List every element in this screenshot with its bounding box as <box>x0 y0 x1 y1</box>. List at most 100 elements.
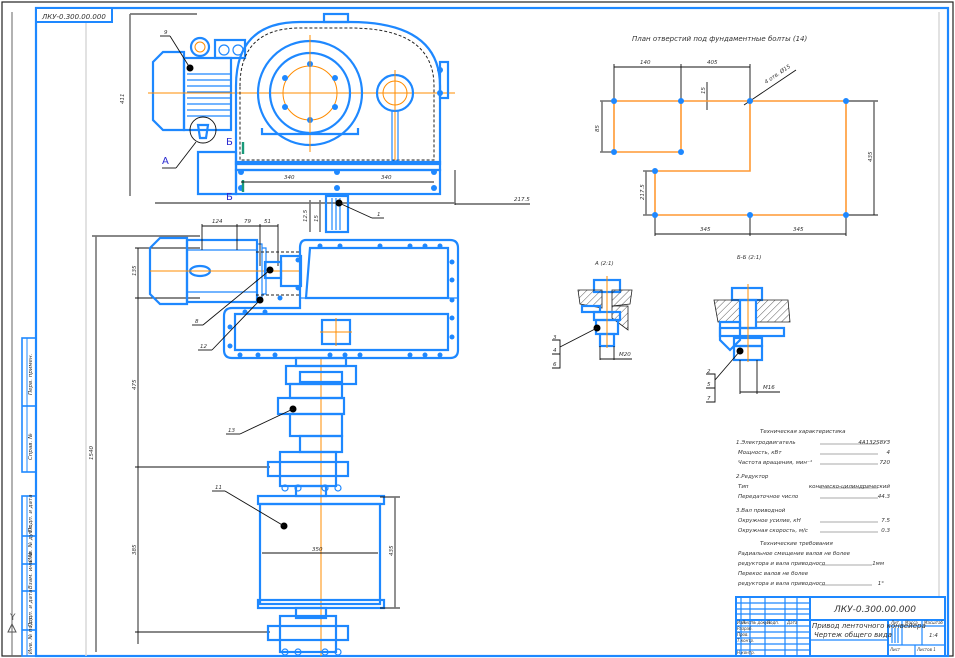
side-stamp: Перв. примен. Справ. № Подп. и дата Инв.… <box>7 12 37 657</box>
requirement-line: редуктора и вала приводного <box>737 581 826 587</box>
section-bb-view: Б-Б (2:1) 2 5 7 М16 <box>706 255 791 403</box>
callout-label: 13 <box>228 428 235 434</box>
requirement-value: 1мм <box>872 561 884 567</box>
dim-label: 135 <box>132 265 138 276</box>
dim-label: 435 <box>868 151 874 162</box>
sheets-label: Листов 1 <box>916 647 936 652</box>
dim-label: 15 <box>314 215 320 222</box>
dim-label: 385 <box>132 544 138 555</box>
stamp-label: Подп. и дата <box>28 589 34 627</box>
detail-a-view: А (2:1) 3 4 6 М20 <box>552 261 633 369</box>
tech-line-value: 4 <box>887 450 891 456</box>
stamp-label: Инв. № дубл. <box>28 524 34 562</box>
dim-label: 124 <box>212 219 223 225</box>
rotated-doc-code-box: ЛКУ-0.300.00.000 <box>35 7 113 23</box>
tech-line-value: 720 <box>880 460 891 466</box>
tech-line-value: 7.5 <box>881 518 890 524</box>
right-header: Масса <box>905 620 918 625</box>
dim-label: 405 <box>707 60 718 66</box>
dim-label: 15 <box>701 87 707 94</box>
requirement-line: редуктора и вала приводного <box>737 561 826 567</box>
callout-label: 4 <box>553 348 557 354</box>
dim-label: 51 <box>264 219 271 225</box>
tech-line-label: Передаточное число <box>738 494 799 500</box>
requirements-title: Технические требования <box>760 541 833 547</box>
tech-line-label: Тип <box>738 484 749 490</box>
callout-label: 5 <box>707 382 711 388</box>
dim-label: 411 <box>120 94 126 105</box>
callout-label: 8 <box>195 319 199 325</box>
technical-characteristics: Техническая характеристика 1.Электродвиг… <box>736 429 891 587</box>
dim-label: 1540 <box>89 446 95 460</box>
stamp-label: Справ. № <box>28 433 34 460</box>
col-header: Подп. <box>767 620 779 625</box>
requirement-line: Радиальное смещение валов не более <box>738 551 851 557</box>
detail-a-title: А (2:1) <box>594 261 614 267</box>
callout-label: 9 <box>164 30 168 36</box>
col-header: Изм <box>737 620 745 625</box>
tech-line-value: 44.3 <box>878 494 891 500</box>
dim-label: М16 <box>763 385 775 391</box>
scale-value: 1:4 <box>929 633 938 639</box>
col-header: Дата <box>786 620 798 625</box>
right-header: Масштаб <box>924 620 944 625</box>
tech-line-label: 1.Электродвигатель <box>736 440 796 446</box>
requirement-value: 1° <box>878 581 884 587</box>
axis-arrow-icon <box>7 622 17 633</box>
tech-line-label: 3.Вал приводной <box>736 508 786 514</box>
right-header: Лит. <box>890 620 900 625</box>
dim-label: 340 <box>284 175 295 181</box>
dim-label: 79 <box>244 219 251 225</box>
bolt-layout-view: План отверстий под фундаментные болты (1… <box>595 35 878 236</box>
section-bb-title: Б-Б (2:1) <box>737 255 761 261</box>
title-doc-code: ЛКУ-0.300.00.000 <box>833 605 916 615</box>
stamp-label: Инв. № подл. <box>28 616 34 654</box>
callout-label: 2 <box>707 369 711 375</box>
row-label: Т.контр. <box>737 638 754 643</box>
tech-line-value: 4А132S8УЗ <box>858 440 890 446</box>
dim-label: 12.5 <box>303 209 309 222</box>
dim-label: 350 <box>312 547 323 553</box>
callout-label: 11 <box>215 485 222 491</box>
col-header: Лист <box>741 620 753 625</box>
drawing-frame <box>34 6 950 658</box>
dim-label: М20 <box>619 352 631 358</box>
tech-title: Техническая характеристика <box>760 429 846 435</box>
dim-label: 85 <box>595 125 601 132</box>
dim-label: 140 <box>640 60 651 66</box>
axis-y-label: Y <box>9 613 16 623</box>
stamp-label: Перв. примен. <box>28 353 34 395</box>
callout-label: 3 <box>553 335 557 341</box>
tech-line-label: Частота вращения, мин⁻¹ <box>738 459 812 466</box>
col-header: № докум. <box>751 620 772 625</box>
stamp-label: Взам. инв. № <box>28 551 34 589</box>
tech-line-label: Мощность, кВт <box>738 450 782 456</box>
tech-line-value: коническо-цилиндрический <box>809 484 891 490</box>
row-label: Пров. <box>737 632 749 637</box>
tech-line-label: Окружное усилие, кН <box>738 518 801 524</box>
callout-label: 6 <box>553 362 557 368</box>
section-mark: Б <box>226 192 233 203</box>
dim-label: 217.5 <box>514 197 530 203</box>
bolt-layout-title: План отверстий под фундаментные болты (1… <box>632 35 807 43</box>
tech-line-label: Окружная скорость, м/с <box>738 528 808 534</box>
row-label: Н.контр. <box>737 650 755 655</box>
callout-label: A <box>162 156 169 167</box>
title-line-2: Чертеж общего вида <box>814 631 892 639</box>
row-label: Разраб. <box>737 626 753 631</box>
callout-label: 12 <box>200 344 207 350</box>
tech-line-value: 0.3 <box>881 528 890 534</box>
dim-label: 340 <box>381 175 392 181</box>
callout-label: 1 <box>377 212 381 218</box>
dim-label: 475 <box>132 379 138 390</box>
requirement-line: Перекос валов не более <box>738 571 809 577</box>
plan-view: 1540 135 475 385 124 79 51 <box>89 219 460 656</box>
dim-label: 345 <box>700 227 711 233</box>
dim-label: 217.5 <box>640 184 646 200</box>
top-view: 411 <box>120 12 530 234</box>
dim-label: 345 <box>793 227 804 233</box>
title-block: ЛКУ-0.300.00.000 Привод ленточного конве… <box>735 596 946 657</box>
sheet-label: Лист <box>889 647 901 652</box>
